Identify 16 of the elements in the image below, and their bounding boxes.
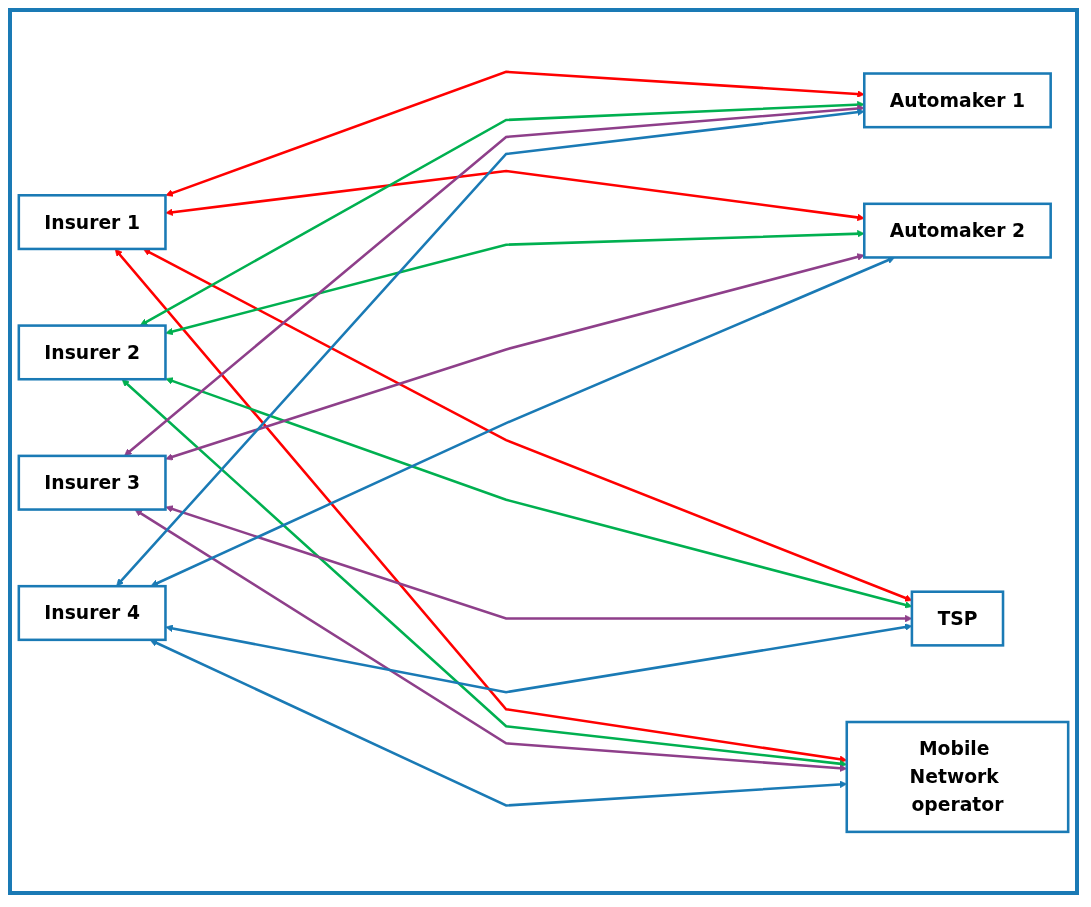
node-box [17,584,167,641]
node-box [17,454,167,511]
diagram-frame: Insurer 1 Insurer 2 Insurer 3 Insurer 4 Automaker 1 Automaker 2 TSP Mobile Network operator [8,8,1079,895]
arrow [165,169,865,221]
node-box [845,720,1070,833]
arrow [165,70,865,197]
arrow [139,100,865,326]
node-box [863,71,1052,129]
node-box [17,193,167,250]
arrow [116,108,865,586]
node-box [863,202,1052,259]
node-box [17,323,167,381]
arrow [124,104,865,456]
arrow [165,229,865,335]
node-box [910,590,1005,647]
arrow [165,252,865,461]
